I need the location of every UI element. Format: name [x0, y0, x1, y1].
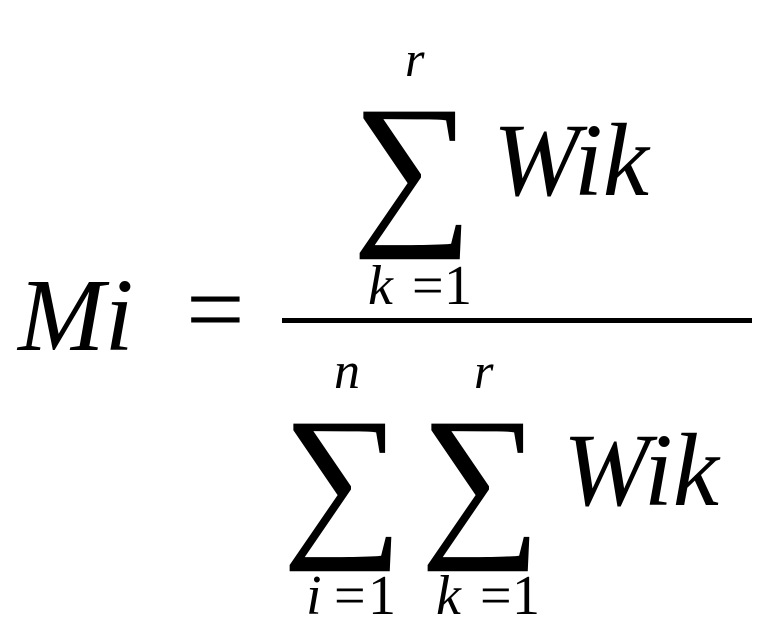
denominator-inner-sum-upper-limit: r — [474, 343, 494, 399]
numerator: r ∑ Wik k = 1 — [352, 31, 651, 317]
denominator-inner-sum-lower-eq: = — [480, 565, 512, 627]
numerator-sum-lower-eq: = — [412, 255, 444, 317]
numerator-sum-symbol: ∑ — [352, 72, 473, 260]
denominator-term: Wik — [563, 413, 721, 528]
denominator-outer-sum-upper-limit: n — [334, 343, 360, 400]
denominator-outer-sum-lower-var: i — [306, 565, 322, 627]
numerator-term: Wik — [493, 103, 651, 218]
equals-sign: = — [186, 252, 245, 367]
denominator-outer-sum-lower-val: 1 — [368, 565, 396, 627]
numerator-sum-upper-limit: r — [405, 31, 425, 87]
denominator-outer-sum-symbol: ∑ — [282, 384, 403, 572]
fraction-bar — [282, 318, 752, 323]
denominator-inner-sum-lower-val: 1 — [512, 565, 540, 627]
numerator-sum-lower-val: 1 — [444, 255, 472, 317]
denominator-inner-sum-lower-var: k — [436, 565, 462, 627]
lhs-variable: Mi — [16, 258, 134, 373]
denominator-outer-sum-lower-eq: = — [334, 565, 366, 627]
denominator-inner-sum-symbol: ∑ — [420, 384, 541, 572]
denominator: n ∑ r ∑ Wik i = 1 k = 1 — [282, 343, 721, 627]
numerator-sum-lower-var: k — [368, 255, 394, 317]
